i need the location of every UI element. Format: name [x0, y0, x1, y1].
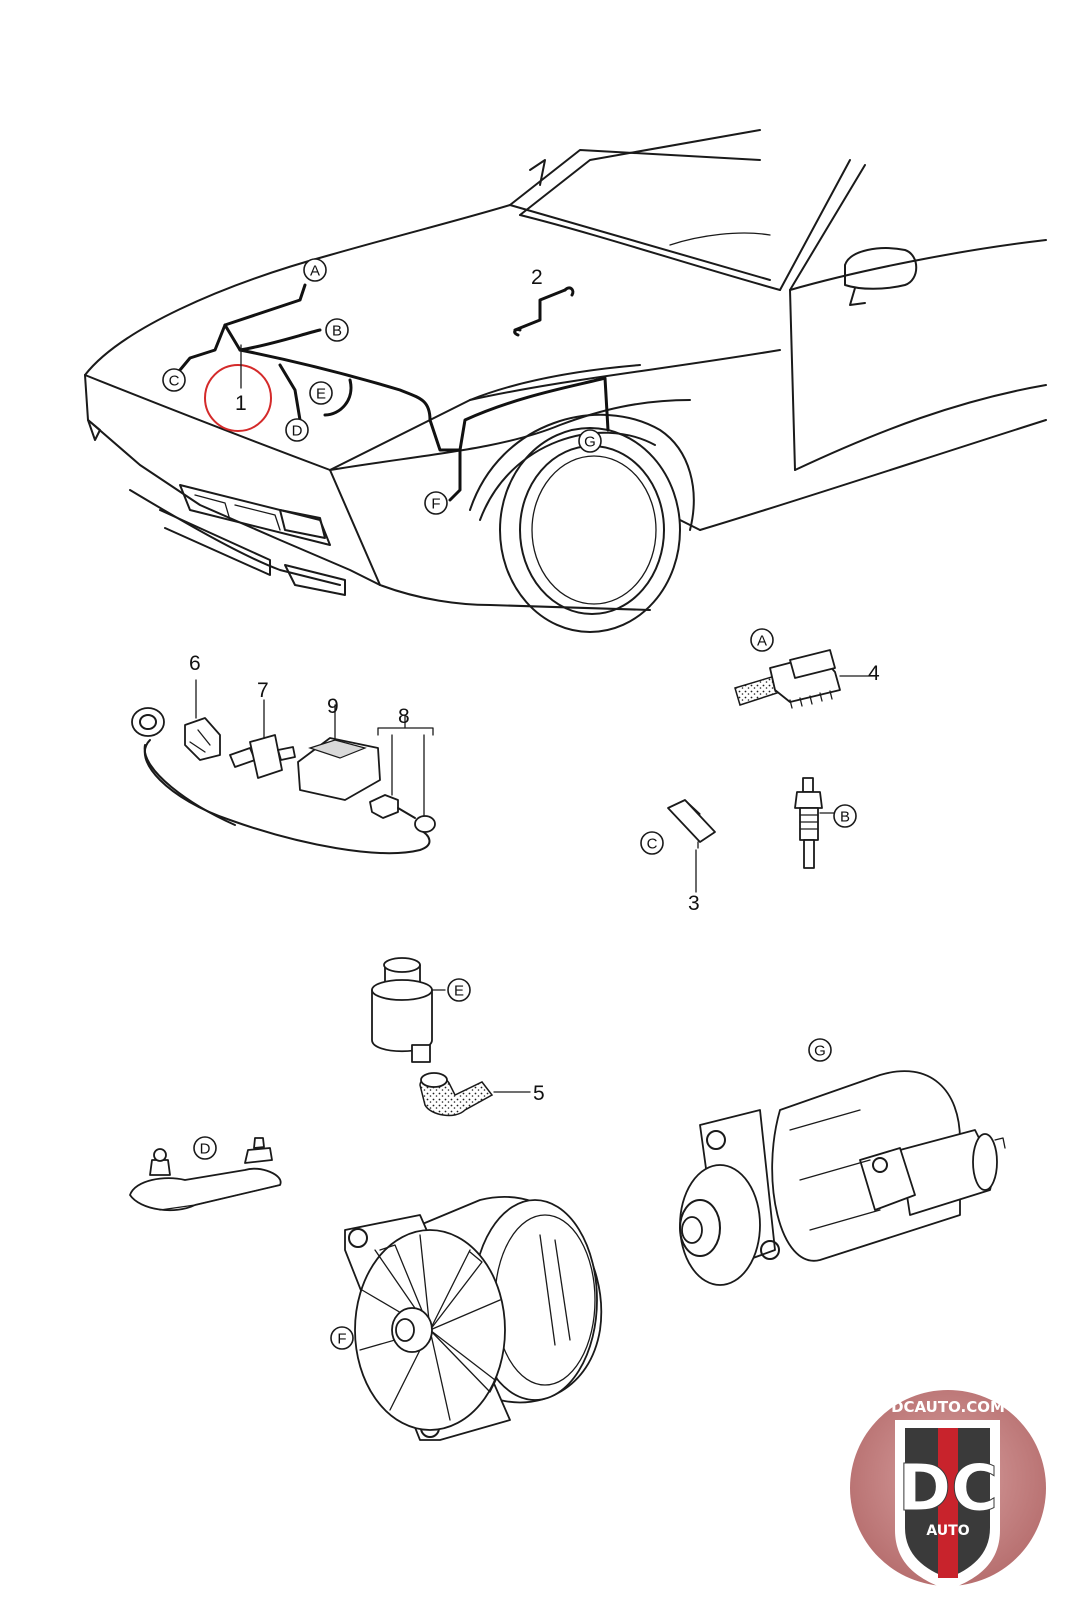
item-number-1: 1: [235, 392, 247, 415]
part-e-pressure-switch: [371, 957, 446, 1063]
svg-text:E: E: [454, 983, 464, 1000]
part-g-starter: [679, 1070, 1006, 1286]
callout-a-car: A: [303, 258, 327, 282]
svg-text:D: D: [200, 1141, 211, 1158]
part-6-7-8-9-group: [131, 679, 436, 855]
svg-text:F: F: [431, 496, 440, 513]
item-number-5: 5: [533, 1082, 545, 1105]
logo-mark-text: DC: [898, 1452, 998, 1526]
part-f-alternator: [344, 1196, 603, 1441]
callout-g-car: G: [578, 429, 602, 453]
svg-text:G: G: [814, 1043, 826, 1060]
svg-text:A: A: [310, 263, 320, 280]
svg-text:F: F: [337, 1331, 346, 1348]
svg-text:D: D: [292, 423, 303, 440]
callout-f-part: F: [330, 1326, 354, 1350]
callout-c-part: C: [640, 831, 664, 855]
svg-text:C: C: [647, 836, 658, 853]
callout-b-part: B: [833, 804, 857, 828]
callout-g-part: G: [808, 1038, 832, 1062]
item-number-2: 2: [531, 266, 543, 289]
dcauto-logo: DCAUTO.COM DC AUTO: [850, 1390, 1046, 1590]
item-number-8: 8: [398, 705, 410, 728]
car-front-illustration: [84, 129, 1047, 633]
item-number-7: 7: [257, 679, 269, 702]
callout-d-part: D: [193, 1136, 217, 1160]
part-3-terminal: [667, 799, 716, 893]
part-5-boot: [419, 1072, 531, 1117]
item-number-3: 3: [688, 892, 700, 915]
callout-a-part: A: [750, 628, 774, 652]
svg-text:G: G: [584, 434, 596, 451]
part-4-connector: [734, 649, 876, 709]
item-number-9: 9: [327, 695, 339, 718]
svg-text:E: E: [316, 386, 326, 403]
item-number-4: 4: [868, 662, 880, 685]
logo-word-text: AUTO: [926, 1523, 969, 1539]
part-b-sender: [794, 777, 838, 869]
location-callouts: A B C D E F G A B C D E F G: [162, 258, 857, 1350]
callout-b-car: B: [325, 318, 349, 342]
callout-c-car: C: [162, 368, 186, 392]
item-number-labels: 1 2 3 4 5 6 7 8 9: [189, 266, 880, 1105]
svg-text:C: C: [169, 373, 180, 390]
item-number-6: 6: [189, 652, 201, 675]
callout-e-part: E: [447, 978, 471, 1002]
highlight-ring: [204, 364, 272, 432]
svg-text:B: B: [332, 323, 342, 340]
wiring-harness: [178, 283, 610, 502]
svg-text:A: A: [757, 633, 767, 650]
part-d-bracket: [129, 1137, 282, 1212]
callout-d-car: D: [285, 418, 309, 442]
callout-e-car: E: [309, 381, 333, 405]
logo-site-text: DCAUTO.COM: [891, 1398, 1005, 1416]
svg-text:B: B: [840, 809, 850, 826]
callout-f-car: F: [424, 491, 448, 515]
